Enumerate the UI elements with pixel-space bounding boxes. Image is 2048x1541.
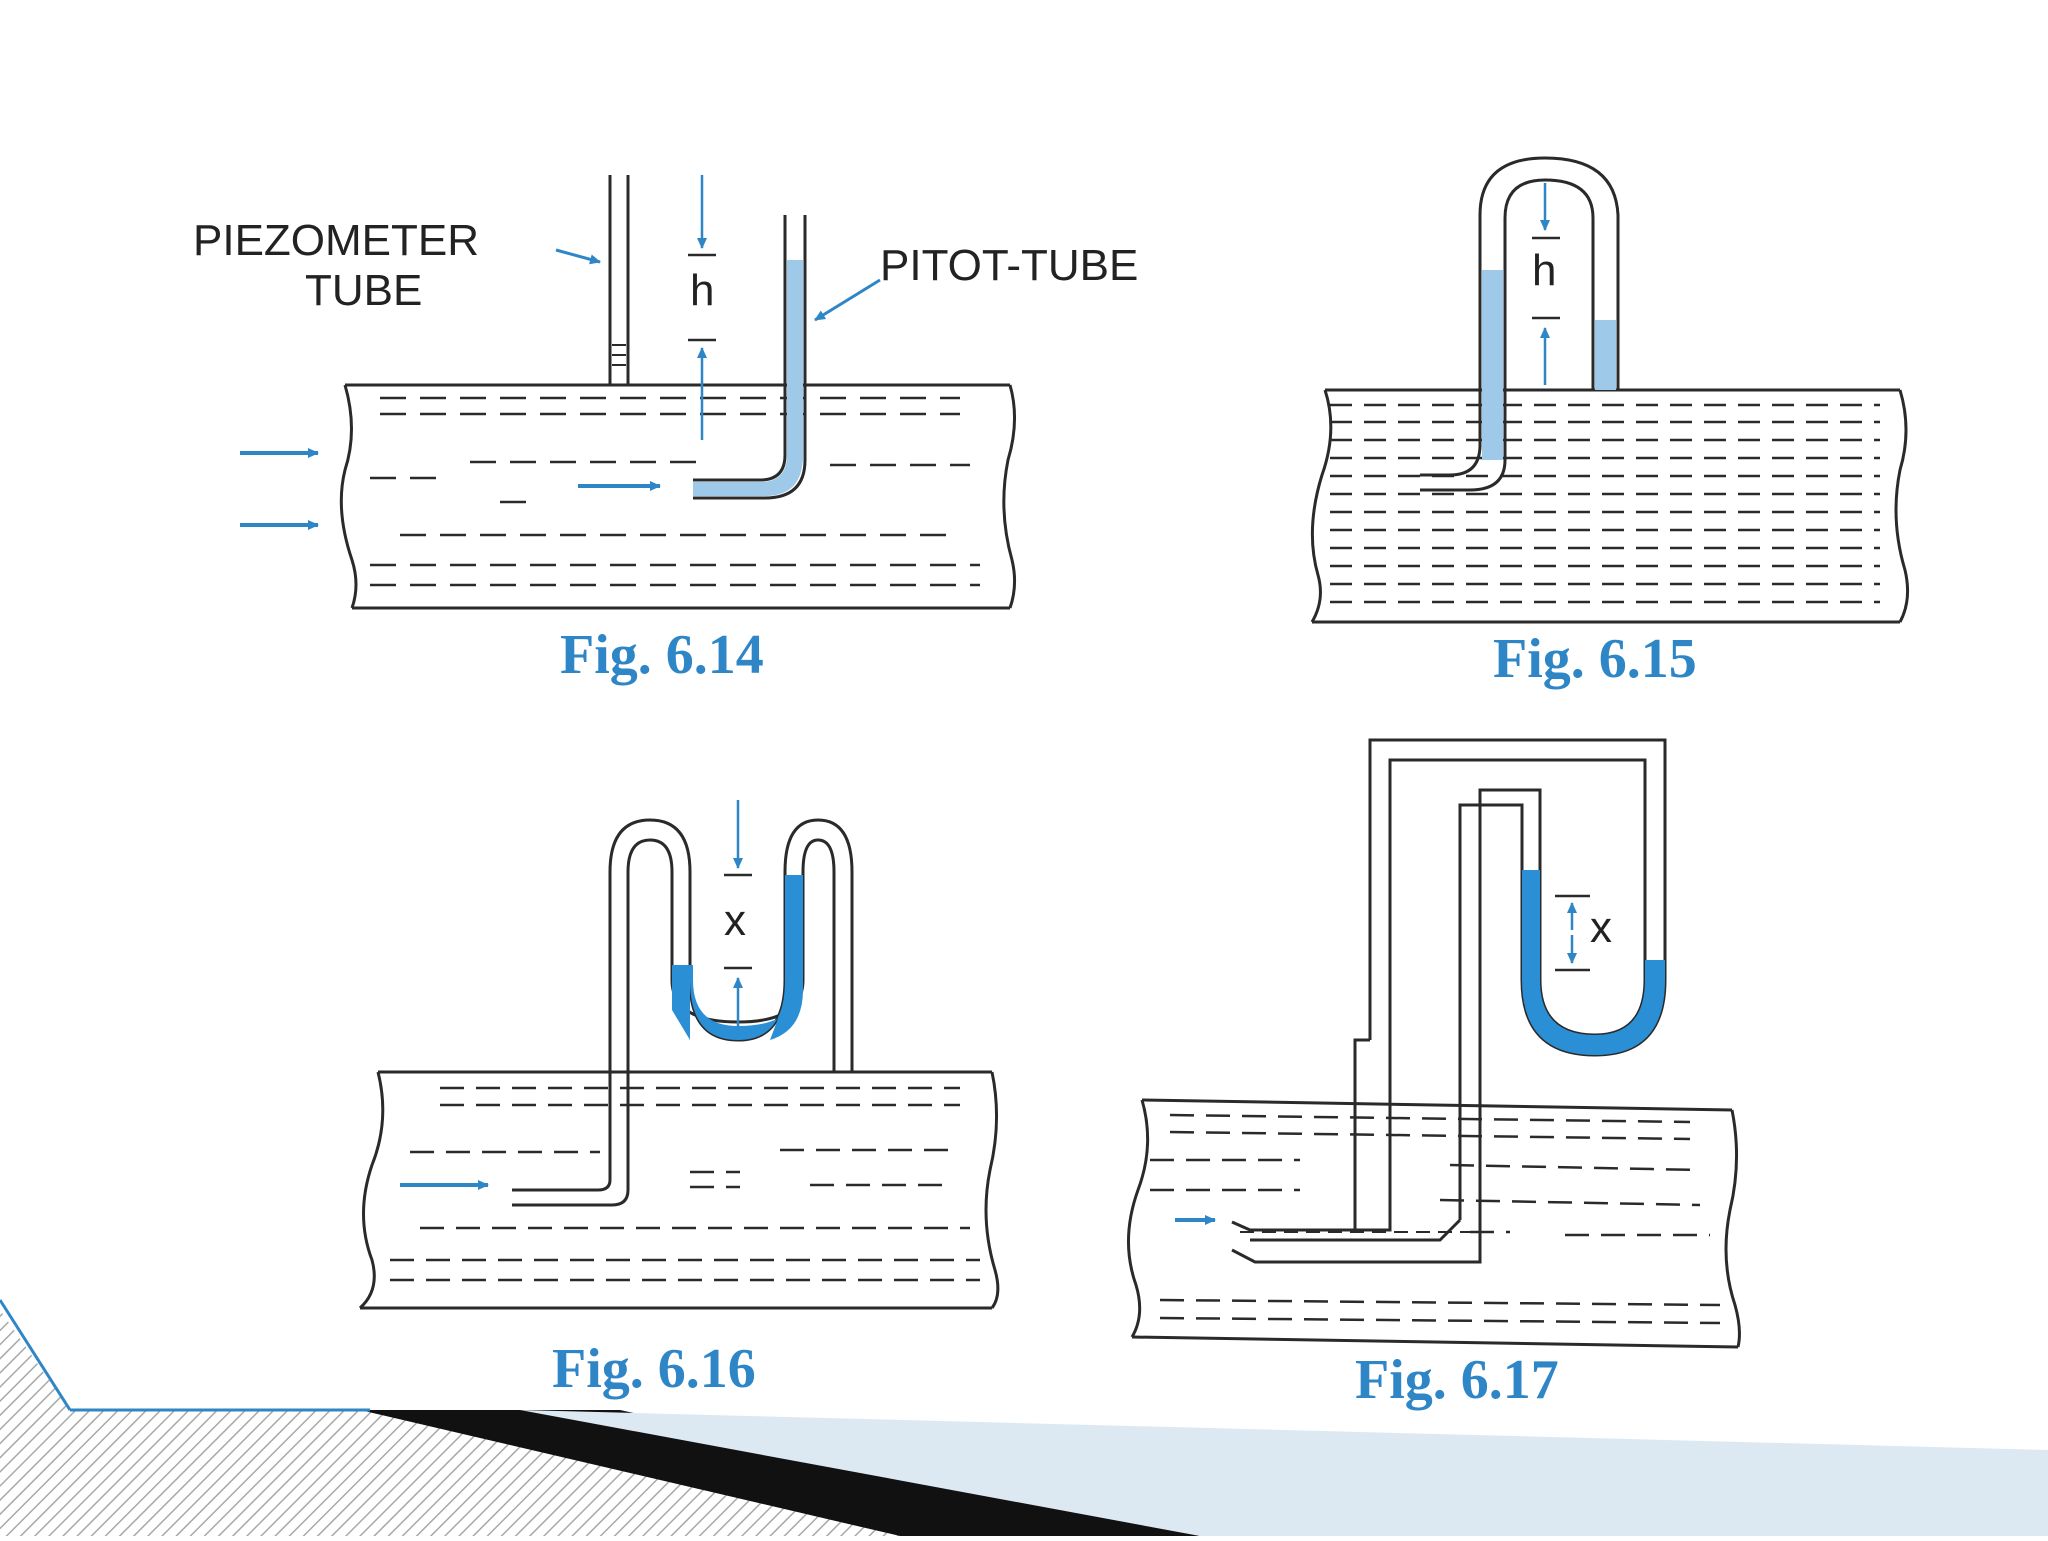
inverted-u-outer — [1478, 156, 1620, 445]
h-dimension — [688, 175, 716, 440]
figure-6-14 — [240, 175, 1017, 610]
pitot-bend-115 — [1420, 444, 1507, 492]
fig-6-17-caption: Fig. 6.17 — [1355, 1349, 1559, 1411]
piezometer-label-line2: TUBE — [305, 266, 422, 315]
pitot-tube-outer — [693, 215, 787, 482]
pitot-tube-inner — [693, 215, 807, 500]
piezometer-leader — [555, 248, 601, 265]
piezometer-label-line1: PIEZOMETER — [193, 216, 479, 265]
pipe-right-edge — [1002, 384, 1017, 609]
pitot-tube-label: PITOT-TUBE — [880, 241, 1138, 290]
x-symbol-616: x — [724, 896, 746, 945]
figure-6-16 — [358, 800, 1000, 1310]
h-symbol-615: h — [1532, 246, 1556, 295]
fig-6-14-caption: Fig. 6.14 — [560, 624, 764, 686]
figure-6-15 — [1310, 156, 1910, 624]
figure-6-17 — [1127, 738, 1741, 1349]
liquid-dashes — [370, 396, 980, 587]
u-tube-liquid-617 — [1522, 870, 1665, 1055]
fig-6-15-caption: Fig. 6.15 — [1493, 628, 1697, 690]
inverted-u-inner — [1503, 178, 1595, 460]
slide-decoration — [0, 1299, 2048, 1536]
fig-6-16-caption: Fig. 6.16 — [552, 1338, 756, 1400]
flow-arrows — [240, 448, 661, 530]
pipe-left-edge — [339, 384, 358, 609]
h-symbol: h — [690, 266, 714, 315]
pitot-liquid — [787, 260, 803, 460]
pitot-leader — [814, 278, 881, 322]
x-symbol-617: x — [1590, 903, 1612, 952]
